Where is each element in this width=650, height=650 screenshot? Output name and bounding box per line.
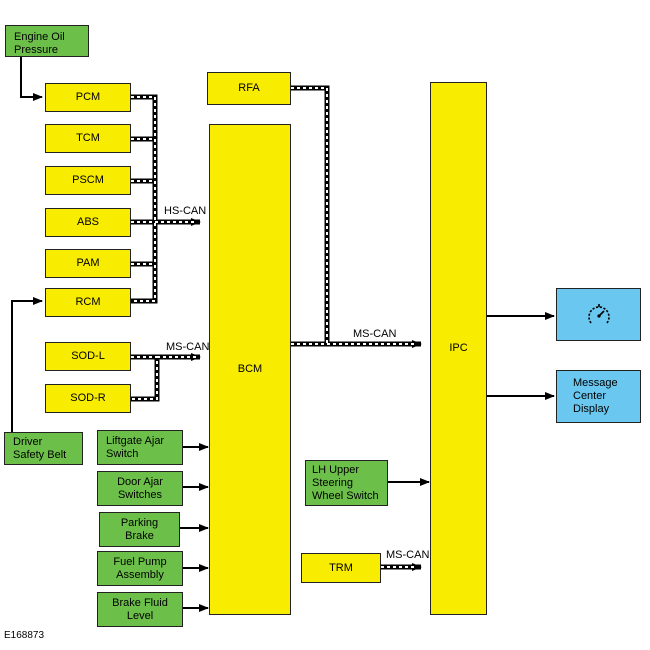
sod-l-box: SOD-L xyxy=(45,342,131,371)
tcm-box: TCM xyxy=(45,124,131,153)
bcm-box: BCM xyxy=(209,124,291,615)
main-ms-can-bus xyxy=(291,85,422,348)
hs-can-label: HS-CAN xyxy=(164,205,207,217)
pscm-box: PSCM xyxy=(45,166,131,195)
sod-ms-can-bus xyxy=(131,353,201,402)
door-ajar-switches-box: Door Ajar Switches xyxy=(97,471,183,506)
brake-fluid-level-box: Brake Fluid Level xyxy=(97,592,183,627)
trm-ms-can-label: MS-CAN xyxy=(386,549,430,561)
main-ms-can-label: MS-CAN xyxy=(353,328,397,340)
driver-safety-belt-box: Driver Safety Belt xyxy=(4,432,83,465)
engine-oil-pressure-box: Engine Oil Pressure xyxy=(5,25,89,57)
lh-upper-steering-wheel-switch-box: LH Upper Steering Wheel Switch xyxy=(305,460,388,506)
speedometer-icon xyxy=(587,303,610,323)
figure-id: E168873 xyxy=(4,630,45,641)
sod-r-box: SOD-R xyxy=(45,384,131,413)
message-center-display-box: Message Center Display xyxy=(556,370,641,423)
pam-box: PAM xyxy=(45,249,131,278)
speedometer-display-box xyxy=(556,288,641,341)
sod-ms-can-label: MS-CAN xyxy=(166,341,210,353)
ipc-box: IPC xyxy=(430,82,487,615)
parking-brake-box: Parking Brake xyxy=(99,512,180,547)
rcm-box: RCM xyxy=(45,288,131,317)
liftgate-ajar-switch-box: Liftgate Ajar Switch xyxy=(97,430,183,465)
hs-can-bus xyxy=(131,94,201,304)
abs-box: ABS xyxy=(45,208,131,237)
pcm-box: PCM xyxy=(45,83,131,112)
fuel-pump-assembly-box: Fuel Pump Assembly xyxy=(97,551,183,586)
trm-box: TRM xyxy=(301,553,381,583)
hardwired-inputs xyxy=(11,56,555,612)
rfa-box: RFA xyxy=(207,72,291,105)
